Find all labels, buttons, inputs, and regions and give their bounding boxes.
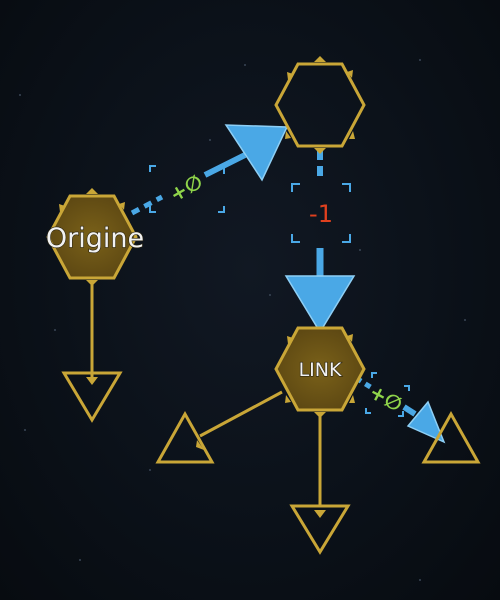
arrow-origine-to-top (130, 124, 289, 216)
output-triangle-link-right[interactable] (421, 410, 481, 464)
connector-link-left (199, 390, 283, 438)
modifier-text: +∅ (165, 169, 206, 207)
modifier-top-to-link[interactable]: -1 (291, 183, 351, 243)
hex-node-origine[interactable]: Origine (45, 188, 145, 286)
node-label-origine: Origine (46, 223, 144, 254)
starfield (19, 59, 466, 581)
output-triangle-origine[interactable] (61, 371, 123, 423)
arrow-link-to-right (354, 375, 446, 444)
arrowhead-blue (284, 275, 356, 334)
hex-node-link[interactable]: LINK (274, 326, 366, 418)
arrowhead-blue (224, 124, 289, 182)
output-triangle-link-left[interactable] (155, 410, 215, 464)
hex-node-top[interactable] (274, 56, 366, 154)
node-label-link: LINK (299, 359, 342, 381)
arrowhead-blue (406, 400, 446, 444)
output-triangle-link-bottom[interactable] (289, 504, 351, 555)
gold-connectors (90, 282, 322, 505)
modifier-link-to-right[interactable]: +∅ (365, 372, 410, 417)
arrow-top-to-link (284, 150, 356, 334)
modifier-text: -1 (309, 200, 333, 228)
